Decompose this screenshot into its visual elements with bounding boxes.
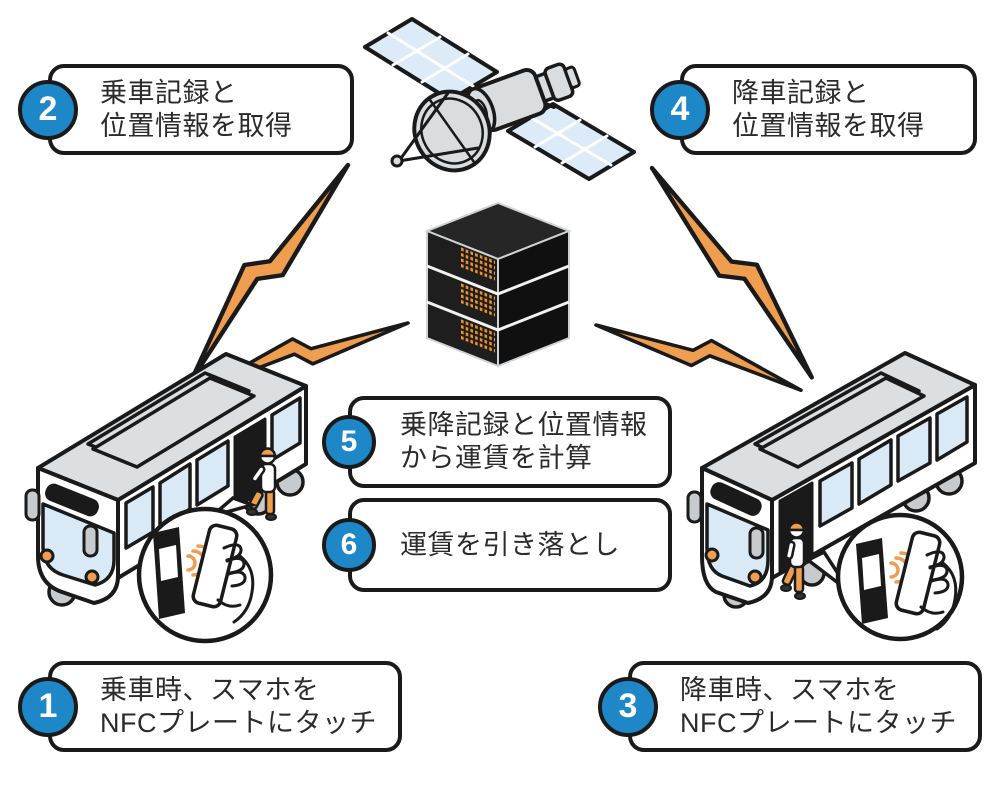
alighting-passenger-icon	[780, 521, 806, 600]
step-1-callout: 1 乗車時、スマホを NFCプレートにタッチ	[18, 661, 402, 752]
mirror-icon	[82, 524, 99, 558]
destination-sign	[45, 483, 99, 517]
step-5-callout: 5 乗降記録と位置情報 から運賃を計算	[322, 396, 672, 488]
step-2-callout: 2 乗車記録と 位置情報を取得	[18, 64, 354, 155]
mirror-icon	[748, 526, 765, 560]
hand-icon	[919, 550, 958, 631]
step-4-number-badge: 4	[650, 79, 710, 140]
nfc-plate-icon	[856, 538, 888, 624]
step-5-number-badge: 5	[322, 415, 376, 469]
left-nfc-touch-magnifier-icon	[136, 496, 274, 644]
destination-sign	[710, 482, 762, 516]
roof-hatch	[753, 371, 926, 469]
step-6-callout: 6 運賃を引き落とし	[322, 498, 672, 592]
headlight	[84, 569, 100, 585]
step-1-text-line-2: NFCプレートにタッチ	[100, 707, 377, 738]
roof-hatch	[86, 371, 256, 469]
mirror-icon	[686, 490, 703, 524]
step-1-text-line-1: 乗車時、スマホを	[100, 674, 320, 705]
boarding-passenger-icon	[246, 447, 277, 521]
step-3-text-line-2: NFCプレートにタッチ	[680, 707, 957, 738]
step-5-text-line-2: から運賃を計算	[400, 443, 593, 473]
left-bus-icon	[24, 352, 308, 607]
step-4-callout: 4 降車記録と 位置情報を取得	[650, 64, 977, 155]
step-5-text-line-1: 乗降記録と位置情報	[400, 410, 648, 441]
headlight	[704, 547, 720, 563]
nfc-plate-icon	[153, 527, 185, 619]
step-6-text-line-1: 運賃を引き落とし	[400, 529, 620, 560]
headlight	[747, 569, 763, 585]
step-2-text-line-1: 乗車記録と	[100, 77, 238, 108]
headlight	[39, 548, 55, 564]
step-3-callout: 3 降車時、スマホを NFCプレートにタッチ	[598, 661, 982, 752]
right-bus-icon	[686, 351, 977, 609]
step-6-number-badge: 6	[322, 518, 376, 572]
hand-icon	[216, 543, 255, 624]
step-4-text-line-2: 位置情報を取得	[732, 110, 925, 141]
step-3-number-badge: 3	[598, 676, 658, 737]
satellite-icon	[363, 17, 636, 181]
server-icon	[424, 201, 572, 368]
mirror-icon	[24, 488, 41, 522]
step-2-number-badge: 2	[18, 79, 78, 140]
server-led-dots	[461, 247, 495, 353]
step-3-text-line-1: 降車時、スマホを	[680, 674, 900, 705]
step-4-text-line-1: 降車記録と	[732, 77, 870, 108]
step-2-text-line-2: 位置情報を取得	[100, 110, 293, 141]
bus-windows	[818, 395, 969, 528]
step-1-number-badge: 1	[18, 676, 78, 737]
right-nfc-touch-magnifier-icon	[804, 512, 965, 642]
